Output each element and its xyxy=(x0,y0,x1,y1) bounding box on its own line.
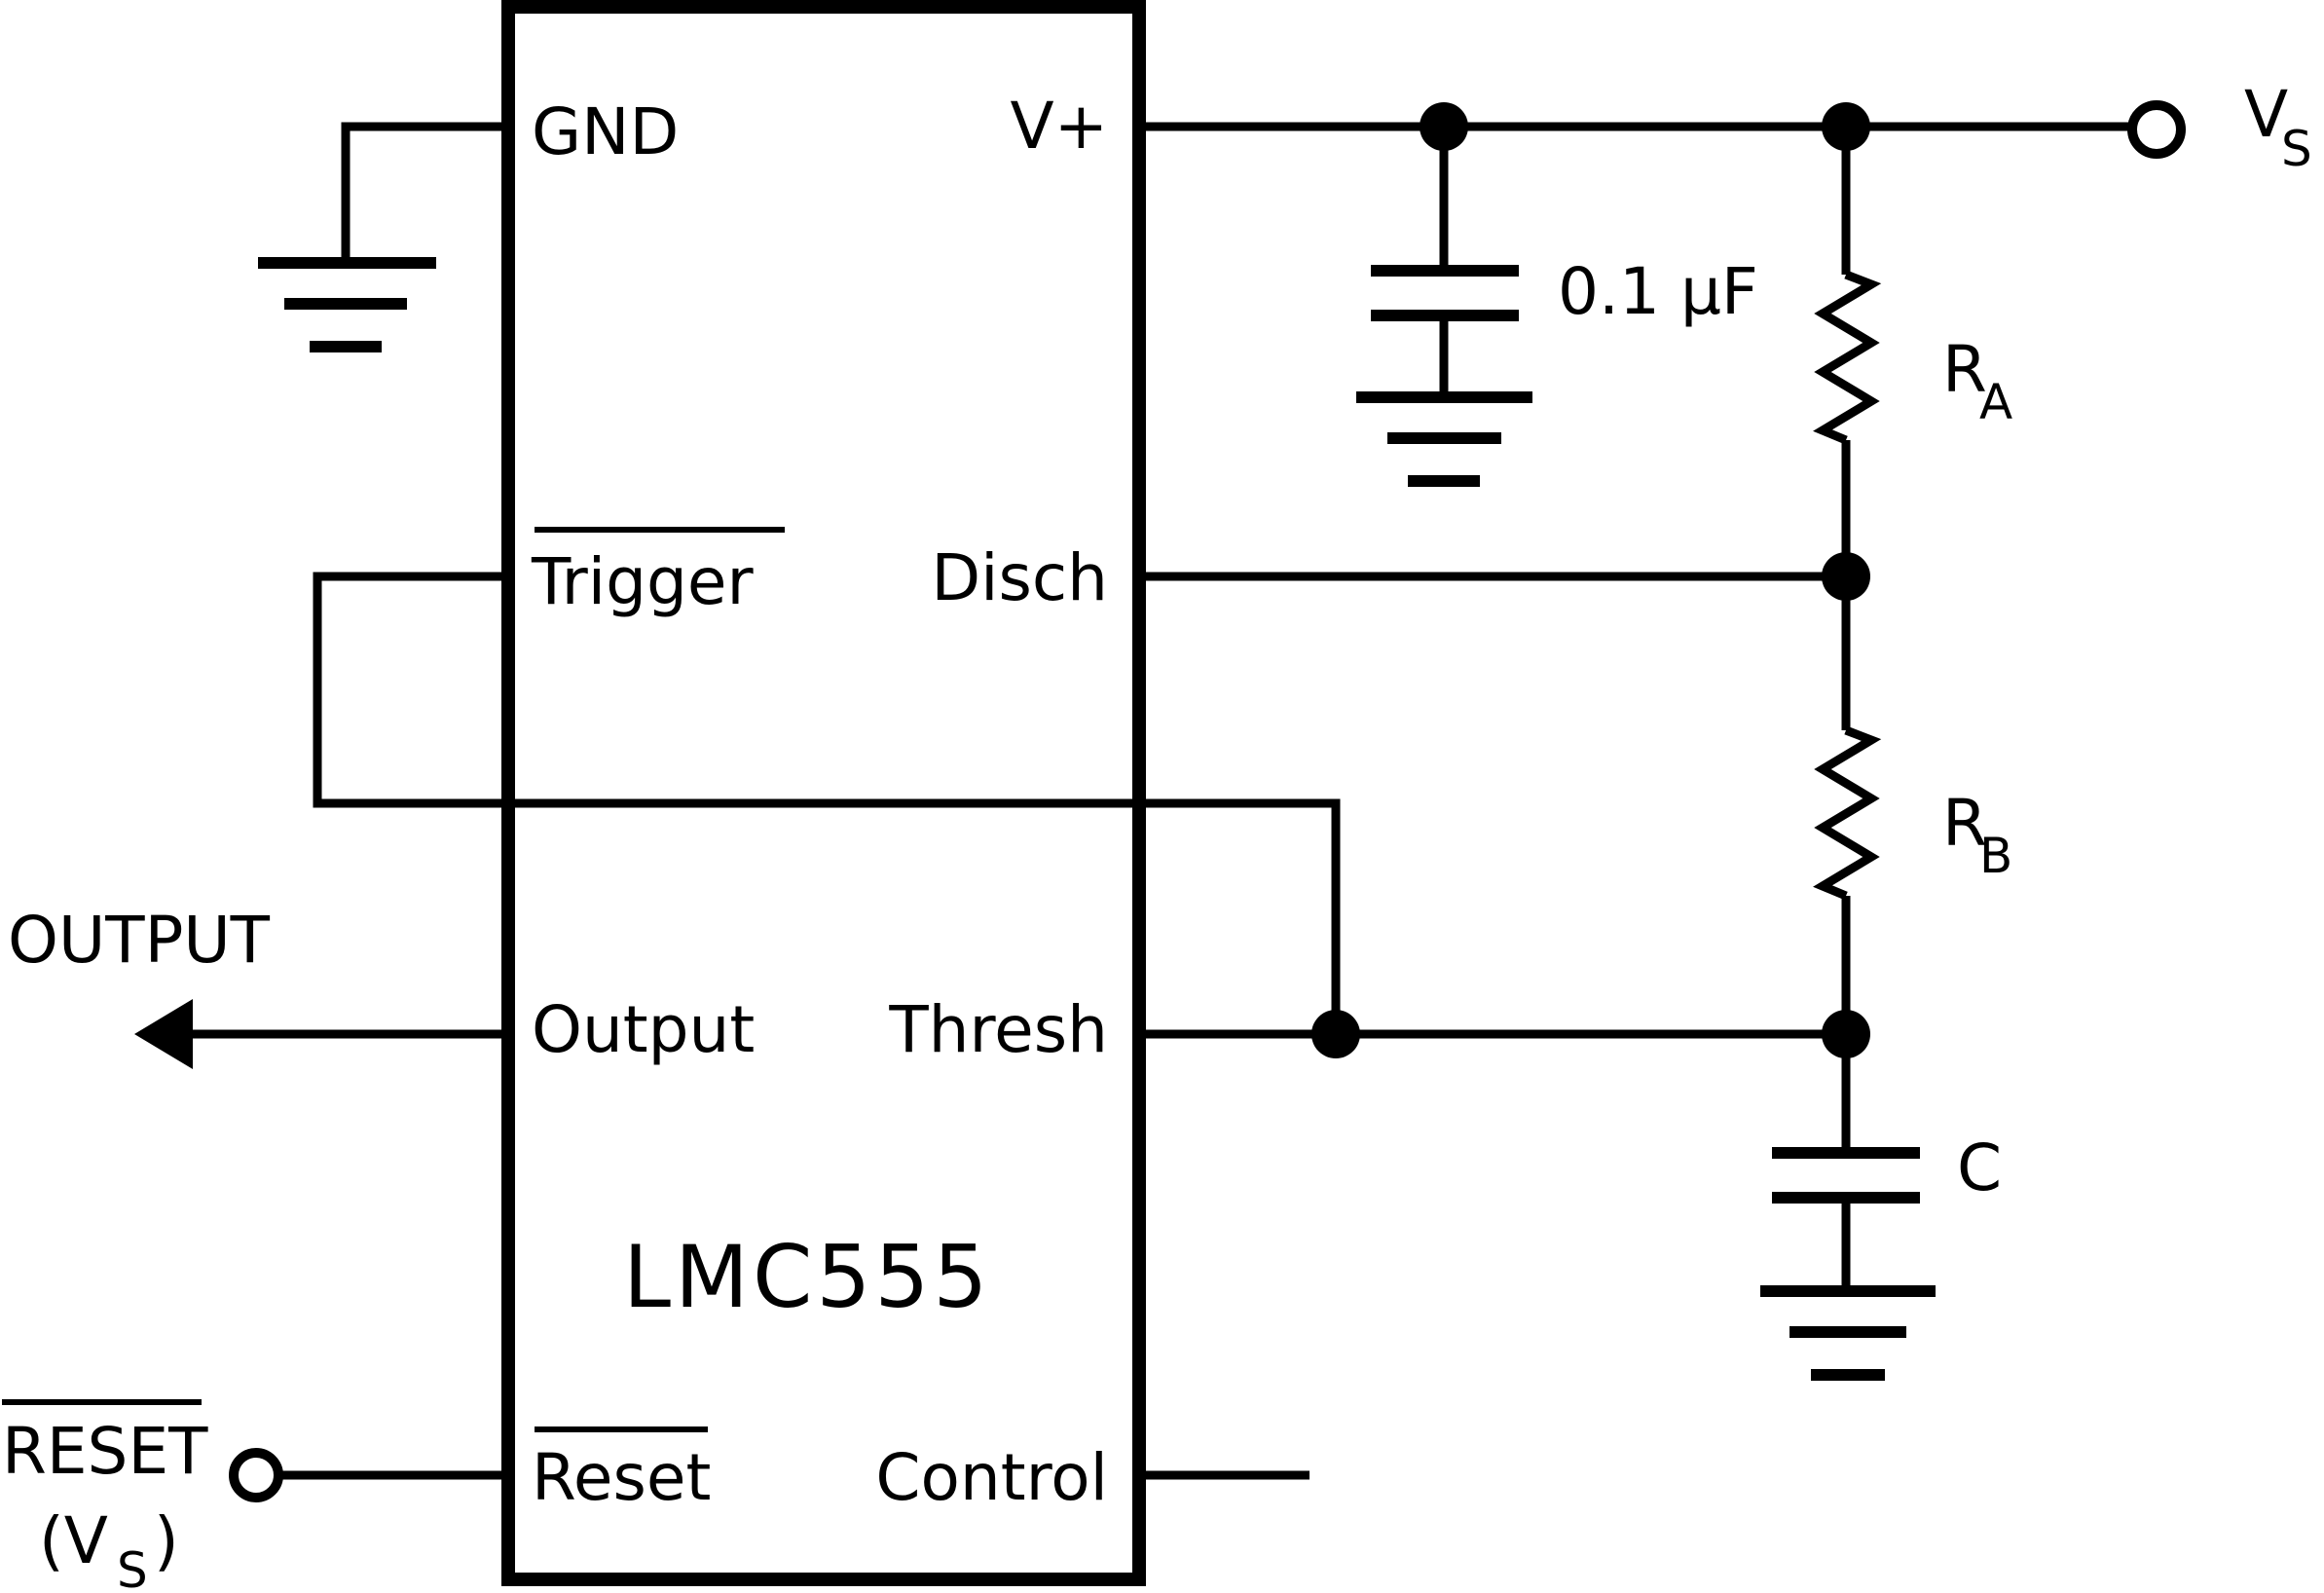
vs-label-sub: S xyxy=(2281,121,2312,177)
junction-thresh xyxy=(1311,1010,1360,1058)
vs-terminal-icon xyxy=(2127,100,2186,159)
bypass-capacitor xyxy=(1371,265,1519,321)
pin-reset-label: Reset xyxy=(532,1440,711,1515)
reset-terminal-icon xyxy=(229,1448,283,1502)
pin-trigger-label: Trigger xyxy=(531,544,754,619)
rb-label-sub: B xyxy=(1979,828,2012,884)
pin-vplus-label: V+ xyxy=(1011,89,1108,164)
ic-body xyxy=(501,0,1146,1586)
reset-signal-label: RESET xyxy=(2,1414,208,1489)
rb-label: R xyxy=(1942,786,1987,861)
reset-supply-sub: S xyxy=(117,1542,148,1593)
trigger-threshold-wire xyxy=(313,572,1341,1034)
timing-cap-label: C xyxy=(1957,1130,2002,1205)
resistor-ra xyxy=(1813,270,1882,445)
pin-disch-label: Disch xyxy=(931,540,1108,615)
bypass-cap-label: 0.1 μF xyxy=(1558,254,1758,329)
pin-control-label: Control xyxy=(875,1440,1108,1515)
ra-label-sub: A xyxy=(1979,374,2012,430)
gnd-wire xyxy=(341,122,508,263)
vs-label: V xyxy=(2244,77,2288,152)
reset-supply-close: ) xyxy=(154,1503,179,1578)
pin-output-label: Output xyxy=(532,992,755,1067)
output-arrow-icon xyxy=(134,999,193,1069)
ground-symbol-timing xyxy=(1760,1285,1936,1381)
timing-capacitor xyxy=(1772,1147,1920,1204)
output-signal-label: OUTPUT xyxy=(8,903,271,978)
pin-gnd-label: GND xyxy=(532,94,679,169)
resistor-rb xyxy=(1813,725,1882,901)
pin-thresh-label: Thresh xyxy=(888,992,1108,1067)
chip-name-label: LMC555 xyxy=(623,1227,991,1327)
ground-symbol-ic xyxy=(258,257,436,352)
ra-label: R xyxy=(1942,332,1987,407)
reset-supply-open: (V xyxy=(39,1503,108,1578)
ground-symbol-bypass xyxy=(1356,391,1532,487)
